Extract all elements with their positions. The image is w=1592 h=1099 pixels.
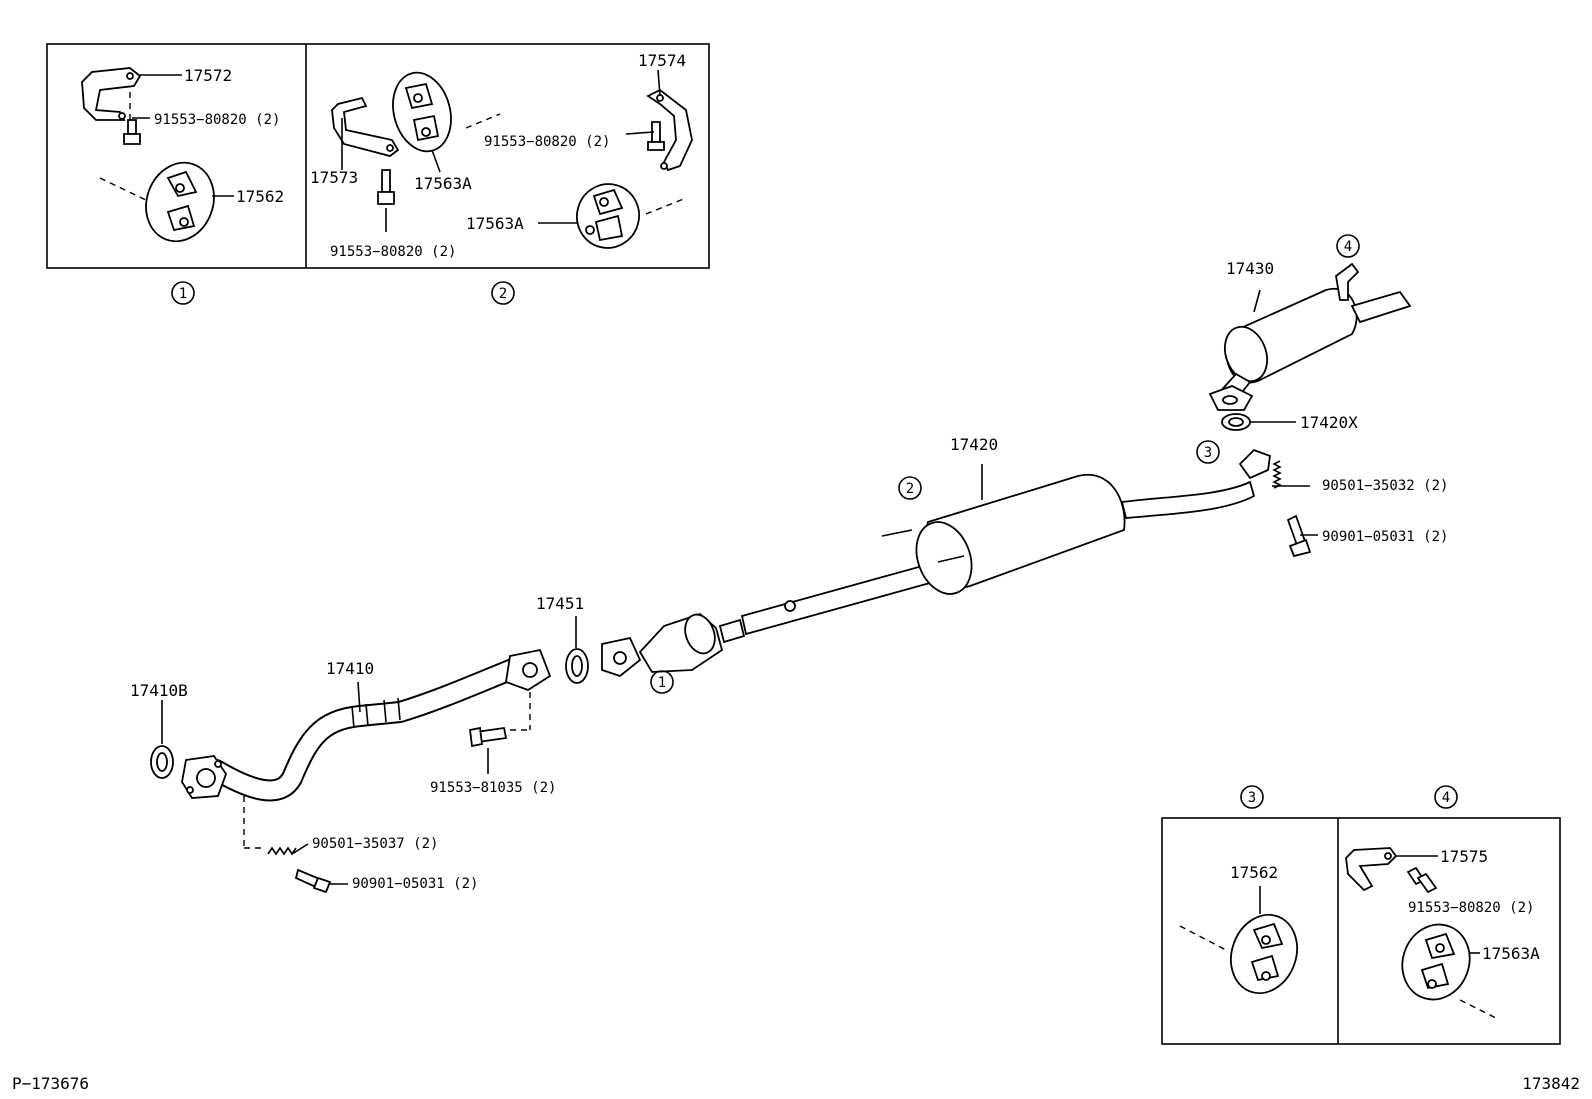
label-91553-80820-d: 91553−80820 (2) (1408, 900, 1534, 916)
label-17563A-a: 17563A (414, 174, 472, 193)
label-17420: 17420 (950, 435, 998, 454)
inset-4-parts (1345, 847, 1497, 1019)
label-91553-80820-b: 91553−80820 (2) (330, 244, 456, 260)
center-pipe-and-muffler-17420 (740, 448, 1271, 636)
label-91553-80820-a: 91553−80820 (2) (154, 112, 280, 128)
tail-muffler-17430 (1208, 262, 1412, 411)
svg-text:1: 1 (658, 675, 666, 691)
inset-ref-4: 4 (1434, 785, 1458, 809)
label-90501-35037: 90501−35037 (2) (312, 836, 438, 852)
inset-1-parts (81, 67, 215, 243)
label-17575: 17575 (1440, 847, 1488, 866)
label-17451: 17451 (536, 594, 584, 613)
label-17573: 17573 (310, 168, 358, 187)
label-17410B: 17410B (130, 681, 188, 700)
label-90901-05031-a: 90901−05031 (2) (1322, 529, 1448, 545)
label-17574: 17574 (638, 51, 686, 70)
inset-2-parts (331, 71, 693, 249)
catalytic-converter (601, 612, 746, 678)
rear-joint-fasteners (1272, 460, 1312, 558)
label-17430: 17430 (1226, 259, 1274, 278)
label-17562-a: 17562 (236, 187, 284, 206)
svg-text:4: 4 (1344, 239, 1352, 255)
front-pipe-fasteners (243, 692, 531, 894)
inset-3-parts (1179, 886, 1298, 995)
svg-text:1: 1 (179, 286, 187, 302)
svg-text:3: 3 (1204, 445, 1212, 461)
gasket-17420X (1221, 413, 1251, 431)
svg-text:4: 4 (1442, 790, 1450, 806)
label-90901-05031-b: 90901−05031 (2) (352, 876, 478, 892)
inset-ref-3: 3 (1240, 785, 1264, 809)
footer-left-code: P−173676 (12, 1074, 89, 1093)
inset-leaders (132, 69, 661, 232)
label-17563A-c: 17563A (1482, 944, 1540, 963)
svg-text:3: 3 (1248, 790, 1256, 806)
callout-2: 2 (898, 476, 922, 500)
label-17420X: 17420X (1300, 413, 1358, 432)
callout-3: 3 (1196, 440, 1220, 464)
inset-ref-2: 2 (491, 281, 515, 305)
inset-box-top (46, 43, 710, 269)
callout-1: 1 (650, 670, 674, 694)
gasket-17451 (565, 648, 589, 684)
inset-ref-1: 1 (171, 281, 195, 305)
label-17562-b: 17562 (1230, 863, 1278, 882)
label-17572: 17572 (184, 66, 232, 85)
svg-text:2: 2 (906, 481, 914, 497)
main-leaders (161, 289, 1318, 885)
svg-text:2: 2 (499, 286, 507, 302)
label-91553-80820-c: 91553−80820 (2) (484, 134, 610, 150)
label-90501-35032: 90501−35032 (2) (1322, 478, 1448, 494)
label-91553-81035: 91553−81035 (2) (430, 780, 556, 796)
callout-4: 4 (1336, 234, 1360, 258)
front-pipe-17410 (181, 648, 552, 802)
gasket-17410B (150, 745, 174, 779)
inset-box-bottom (1161, 817, 1561, 1045)
label-17563A-b: 17563A (466, 214, 524, 233)
footer-right-code: 173842 (1522, 1074, 1580, 1093)
label-17410: 17410 (326, 659, 374, 678)
